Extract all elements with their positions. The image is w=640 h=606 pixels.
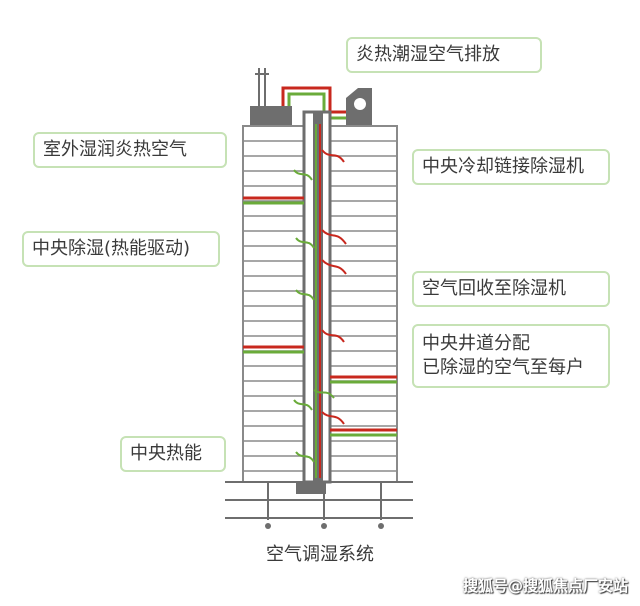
watermark: 搜狐号@搜狐焦点厂安站	[462, 577, 628, 595]
rooftop-unit	[250, 106, 292, 126]
label-air-recovery: 空气回收至除湿机	[412, 271, 610, 307]
basement-lines	[225, 481, 413, 520]
diagram-caption: 空气调湿系统	[266, 544, 374, 565]
label-central-shaft-line2: 已除湿的空气至每户	[422, 357, 584, 378]
branch-ducts	[293, 149, 347, 463]
exhaust-stacks	[255, 68, 269, 106]
floor-lines	[243, 140, 397, 472]
foundation-points	[265, 523, 384, 529]
shaft-core	[313, 112, 323, 494]
label-central-dehumid: 中央除湿(热能驱动)	[22, 231, 220, 267]
label-outdoor-air: 室外湿润炎热空气	[33, 132, 227, 168]
label-central-shaft-line1: 中央井道分配	[422, 333, 530, 354]
shaft-base	[296, 482, 326, 494]
label-exhaust: 炎热潮湿空气排放	[346, 37, 542, 73]
exhaust-duct-red	[281, 86, 346, 114]
label-central-shaft: 中央井道分配 已除湿的空气至每户	[412, 324, 610, 388]
label-central-heat: 中央热能	[120, 436, 226, 472]
label-central-chiller: 中央冷却链接除湿机	[412, 149, 610, 185]
rooftop-fan	[346, 88, 372, 126]
duct-runs	[243, 196, 397, 437]
